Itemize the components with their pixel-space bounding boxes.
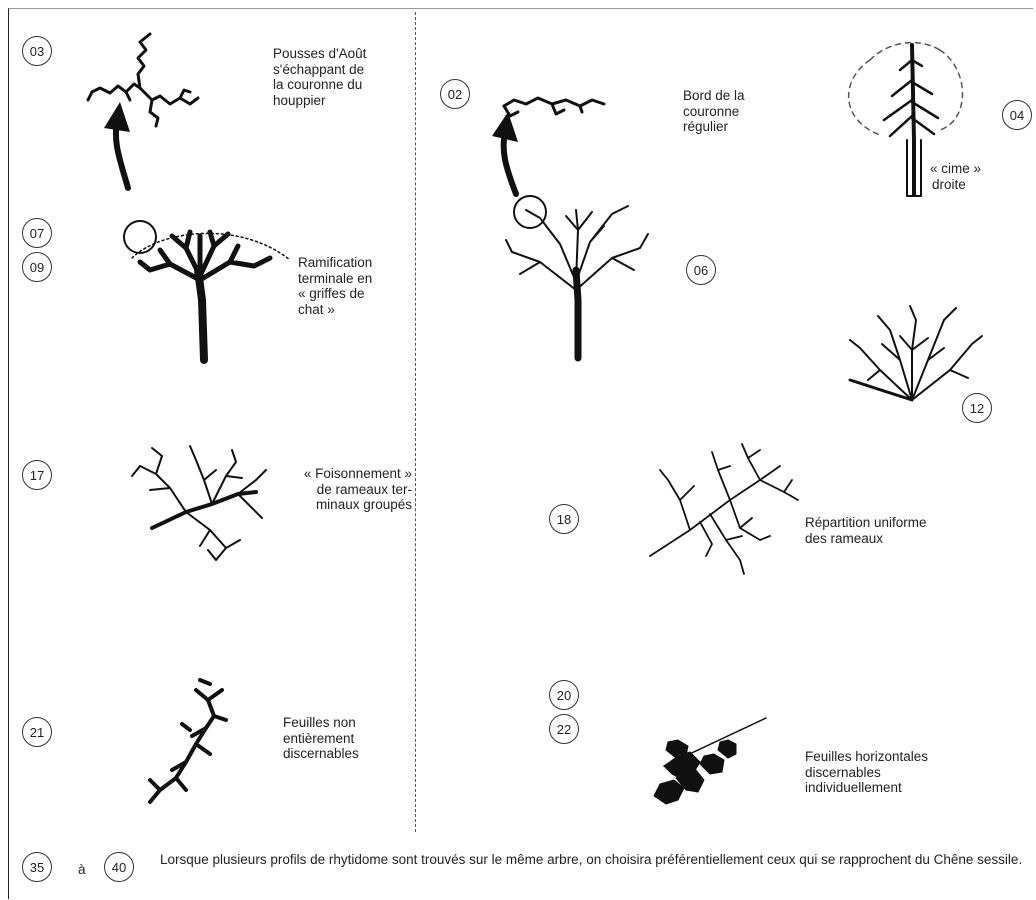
label-uniform-twigs: Répartition uniforme des rameaux <box>805 515 927 546</box>
leaves-horizontal-illustration <box>654 718 766 804</box>
label-regular-crown-edge: Bord de la couronne régulier <box>683 88 745 135</box>
code-badge-06: 06 <box>686 255 716 285</box>
label-line: discernables <box>805 765 928 781</box>
label-line: terminale en <box>298 271 372 287</box>
code-badge-35: 35 <box>22 852 52 882</box>
label-line: « Foisonnement » <box>270 466 412 482</box>
label-august-shoots: Pousses d'Août s'échappant de la couronn… <box>273 46 366 108</box>
code-badge-17: 17 <box>22 460 52 490</box>
label-line: Pousses d'Août <box>273 46 366 62</box>
label-line: s'échappant de <box>273 62 366 78</box>
label-line: Ramification <box>298 255 372 271</box>
label-line: des rameaux <box>805 531 927 547</box>
label-line: de rameaux ter- <box>270 482 412 498</box>
label-leaves-horizontal: Feuilles horizontales discernables indiv… <box>805 749 928 796</box>
label-line: minaux groupés <box>270 497 412 513</box>
code-badge-22: 22 <box>549 714 579 744</box>
leaves-indistinct-illustration <box>150 680 226 802</box>
code-badge-40: 40 <box>104 852 134 882</box>
label-line: Répartition uniforme <box>805 515 927 531</box>
code-badge-04: 04 <box>1002 100 1032 130</box>
footer-connector: à <box>78 862 86 877</box>
label-line: régulier <box>683 119 745 135</box>
august-shoots-illustration <box>88 34 198 126</box>
code-badge-12: 12 <box>962 393 992 423</box>
code-badge-03: 03 <box>22 36 52 66</box>
label-cat-claws: Ramification terminale en « griffes de c… <box>298 255 372 317</box>
code-badge-09: 09 <box>22 252 52 282</box>
label-line: houppier <box>273 93 366 109</box>
label-line: la couronne du <box>273 77 366 93</box>
label-line: couronne <box>683 104 745 120</box>
uniform-twigs-illustration <box>650 444 798 574</box>
code-badge-20: 20 <box>549 680 579 710</box>
label-line: entièrement <box>283 731 359 747</box>
label-line: individuellement <box>805 780 928 796</box>
label-line: « griffes de <box>298 286 372 302</box>
cat-claws-tree-illustration <box>124 221 290 360</box>
crown-illustration-12 <box>850 306 982 400</box>
code-badge-21: 21 <box>22 717 52 747</box>
label-line: discernables <box>283 746 359 762</box>
label-line: « cime » <box>930 161 981 177</box>
label-line: droite <box>930 177 981 193</box>
code-badge-02: 02 <box>440 79 470 109</box>
label-straight-crown: « cime » droite <box>930 161 981 192</box>
label-line: chat » <box>298 302 372 318</box>
label-line: Feuilles horizontales <box>805 749 928 765</box>
regular-crown-edge-illustration <box>504 98 604 116</box>
label-grouped-twigs: « Foisonnement » de rameaux ter- minaux … <box>270 466 412 513</box>
label-line: Feuilles non <box>283 715 359 731</box>
footer-caption: Lorsque plusieurs profils de rhytidome s… <box>160 852 1030 868</box>
label-line: Bord de la <box>683 88 745 104</box>
regular-tree-illustration <box>506 196 648 358</box>
code-badge-18: 18 <box>549 504 579 534</box>
label-leaves-indistinct: Feuilles non entièrement discernables <box>283 715 359 762</box>
code-badge-07: 07 <box>22 218 52 248</box>
grouped-twigs-illustration <box>132 446 266 560</box>
